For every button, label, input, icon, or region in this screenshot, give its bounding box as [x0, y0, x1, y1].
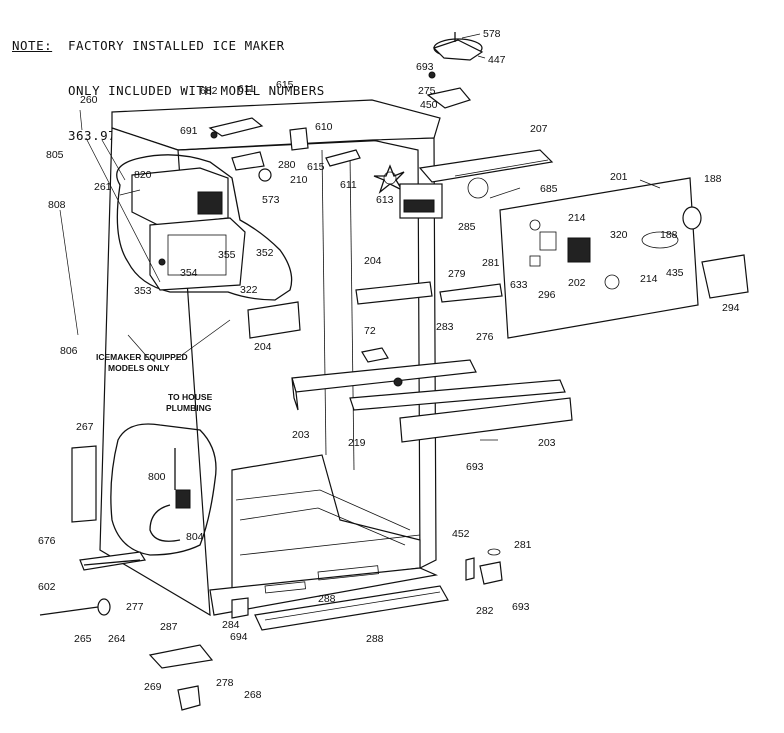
part-label: 203: [538, 437, 556, 449]
part-label: 693: [512, 601, 530, 613]
part-label: 287: [160, 621, 178, 633]
part-label: 578: [483, 28, 501, 40]
icemaker-callout-line-2: MODELS ONLY: [108, 363, 170, 373]
part-label: 214: [640, 273, 658, 285]
part-label: 355: [218, 249, 236, 261]
part-label: 188: [704, 173, 722, 185]
part-label: 611: [340, 179, 357, 191]
part-label: 691: [180, 125, 198, 137]
part-label: 804: [186, 531, 204, 543]
icemaker-callout: ICEMAKER EQUIPPED MODELS ONLY: [96, 352, 188, 373]
part-label: 435: [666, 267, 684, 279]
part-label: 267: [76, 421, 94, 433]
part-label: 294: [722, 302, 740, 314]
part-label: 210: [290, 174, 308, 186]
part-label: 279: [448, 268, 466, 280]
part-label: 685: [540, 183, 558, 195]
fan-assembly: [373, 149, 554, 219]
part-label: 188: [660, 229, 678, 241]
plumbing-callout-line-2: PLUMBING: [166, 403, 212, 413]
note-label: NOTE:: [12, 38, 53, 53]
part-label: 280: [278, 159, 296, 171]
top-hinge-assembly: [208, 32, 484, 182]
part-label: 283: [436, 321, 454, 333]
plumbing-callout-line-1: TO HOUSE: [168, 392, 213, 402]
leader-lines: [59, 33, 661, 441]
part-label: 693: [466, 461, 484, 473]
part-label: 322: [240, 284, 258, 296]
part-label: 285: [458, 221, 476, 233]
part-label: 276: [476, 331, 494, 343]
note-line-2: ONLY INCLUDED WITH MODEL NUMBERS: [68, 83, 325, 98]
part-label: 820: [134, 169, 152, 181]
part-label: 610: [315, 121, 333, 133]
part-label: 288: [366, 633, 384, 645]
part-label: 296: [538, 289, 556, 301]
icemaker-callout-line-1: ICEMAKER EQUIPPED: [96, 352, 188, 362]
icemaker-area: [116, 154, 293, 301]
part-label: 573: [262, 194, 280, 206]
note-line-1: FACTORY INSTALLED ICE MAKER: [68, 38, 285, 53]
part-label: 806: [60, 345, 78, 357]
part-label: 204: [364, 255, 382, 267]
part-label: 693: [416, 61, 434, 73]
bottom-parts: [39, 445, 503, 711]
part-label: 805: [46, 149, 64, 161]
part-label: 261: [94, 181, 112, 193]
part-label: 281: [514, 539, 532, 551]
part-label: 72: [364, 325, 376, 337]
part-label: 682: [200, 85, 218, 97]
part-label: 207: [530, 123, 548, 135]
part-label: 275: [418, 85, 436, 97]
part-label: 278: [216, 677, 234, 689]
part-label: 615: [276, 79, 294, 91]
plumbing-area: [110, 423, 217, 556]
plumbing-callout: TO HOUSE PLUMBING: [166, 392, 213, 413]
part-label: 281: [482, 257, 500, 269]
part-label: 611: [238, 83, 255, 95]
part-label: 201: [610, 171, 628, 183]
part-label: 288: [318, 593, 336, 605]
part-label: 447: [488, 54, 506, 66]
part-label: 320: [610, 229, 628, 241]
part-label: 676: [38, 535, 56, 547]
part-label: 808: [48, 199, 66, 211]
part-label: 202: [568, 277, 586, 289]
part-label: 265: [74, 633, 92, 645]
part-label: 613: [376, 194, 394, 206]
part-label: 602: [38, 581, 56, 593]
part-label: 268: [244, 689, 262, 701]
part-label: 277: [126, 601, 144, 613]
part-label: 284: [222, 619, 240, 631]
part-label: 219: [348, 437, 366, 449]
part-label: 203: [292, 429, 310, 441]
part-label: 260: [80, 94, 98, 106]
part-label: 694: [230, 631, 248, 643]
part-label: 269: [144, 681, 162, 693]
part-label: 354: [180, 267, 198, 279]
part-label: 204: [254, 341, 272, 353]
part-label: 615: [307, 161, 325, 173]
part-label: 450: [420, 99, 438, 111]
part-label: 214: [568, 212, 586, 224]
control-panel: [499, 177, 749, 339]
shelf-assemblies: [247, 281, 573, 443]
part-label: 452: [452, 528, 470, 540]
part-label: 800: [148, 471, 166, 483]
part-label: 633: [510, 279, 528, 291]
part-label: 352: [256, 247, 274, 259]
part-label: 264: [108, 633, 126, 645]
part-number-labels: 578 447 693 275 450 682 611 615 691 610 …: [38, 28, 740, 701]
part-label: 282: [476, 605, 494, 617]
part-label: 353: [134, 285, 152, 297]
